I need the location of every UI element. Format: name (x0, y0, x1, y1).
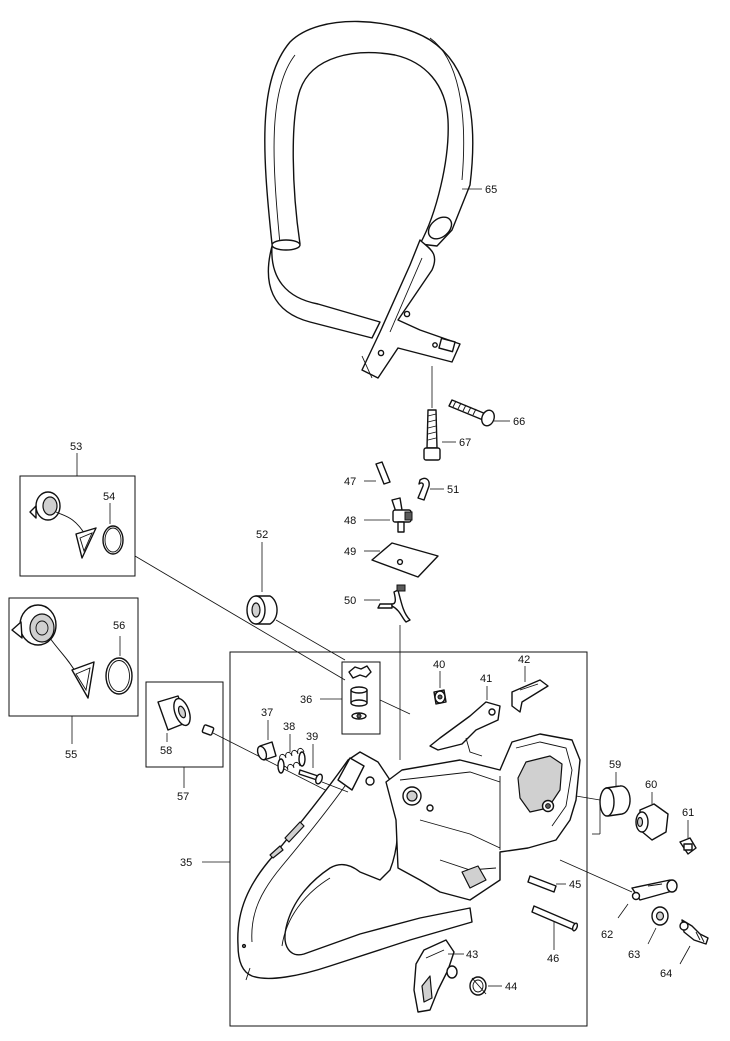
o-ring-56 (105, 657, 133, 695)
handle-screw-67 (423, 366, 441, 461)
callout-64: 64 (660, 968, 672, 980)
handle-screw-66 (448, 399, 495, 427)
callout-59: 59 (609, 759, 621, 771)
callout-63: 63 (628, 949, 640, 961)
callout-44: 44 (505, 981, 517, 993)
callout-66: 66 (513, 416, 525, 428)
damper-assembly-36 (348, 665, 372, 720)
nut-60 (635, 803, 669, 841)
fuel-cap-55 (11, 604, 95, 699)
valve-48 (391, 497, 413, 533)
box-35 (229, 651, 588, 1027)
callout-38: 38 (283, 721, 295, 733)
callout-48: 48 (344, 515, 356, 527)
oil-cap-53 (29, 491, 97, 559)
box-36 (341, 661, 381, 735)
callout-55: 55 (65, 749, 77, 761)
cover-43 (413, 939, 458, 1013)
pin-47 (375, 461, 391, 485)
callout-46: 46 (547, 953, 559, 965)
callout-50: 50 (344, 595, 356, 607)
callout-43: 43 (466, 949, 478, 961)
callout-45: 45 (569, 879, 581, 891)
callout-52: 52 (256, 529, 268, 541)
callout-61: 61 (682, 807, 694, 819)
callout-42: 42 (518, 654, 530, 666)
link-62 (631, 879, 678, 901)
damper-58 (157, 695, 191, 731)
callout-37: 37 (261, 707, 273, 719)
damper-52 (246, 595, 278, 625)
callout-54: 54 (103, 491, 115, 503)
screw-57 (201, 724, 215, 736)
nut-40 (433, 689, 447, 705)
callout-51: 51 (447, 484, 459, 496)
pin-46 (531, 905, 579, 932)
bolt-64 (679, 919, 709, 945)
box-53 (19, 475, 136, 577)
pipe-50 (377, 584, 411, 623)
callout-60: 60 (645, 779, 657, 791)
sleeve-37 (256, 741, 277, 761)
callout-67: 67 (459, 437, 471, 449)
callout-58: 58 (160, 745, 172, 757)
handle-housing-35 (237, 733, 581, 981)
box-57 (145, 681, 224, 768)
callout-41: 41 (480, 673, 492, 685)
callout-35: 35 (180, 857, 192, 869)
callout-57: 57 (177, 791, 189, 803)
clip-42 (511, 679, 549, 713)
callout-36: 36 (300, 694, 312, 706)
callout-62: 62 (601, 929, 613, 941)
callout-65: 65 (485, 184, 497, 196)
box-55 (8, 597, 139, 717)
callout-40: 40 (433, 659, 445, 671)
callout-49: 49 (344, 546, 356, 558)
pin-45 (527, 875, 557, 893)
washer-63 (651, 906, 669, 926)
screw-61 (679, 837, 697, 855)
o-ring-54 (102, 525, 124, 555)
callout-56: 56 (113, 620, 125, 632)
bolt-39 (298, 769, 323, 785)
spring-38 (277, 747, 306, 774)
damper-59 (599, 785, 631, 817)
lever-41 (429, 701, 501, 757)
callout-53: 53 (70, 441, 82, 453)
callout-39: 39 (306, 731, 318, 743)
hose-51 (417, 477, 430, 501)
front-handle-bar (264, 20, 474, 379)
spring-44 (469, 976, 487, 996)
plate-49 (371, 542, 439, 578)
callout-47: 47 (344, 476, 356, 488)
